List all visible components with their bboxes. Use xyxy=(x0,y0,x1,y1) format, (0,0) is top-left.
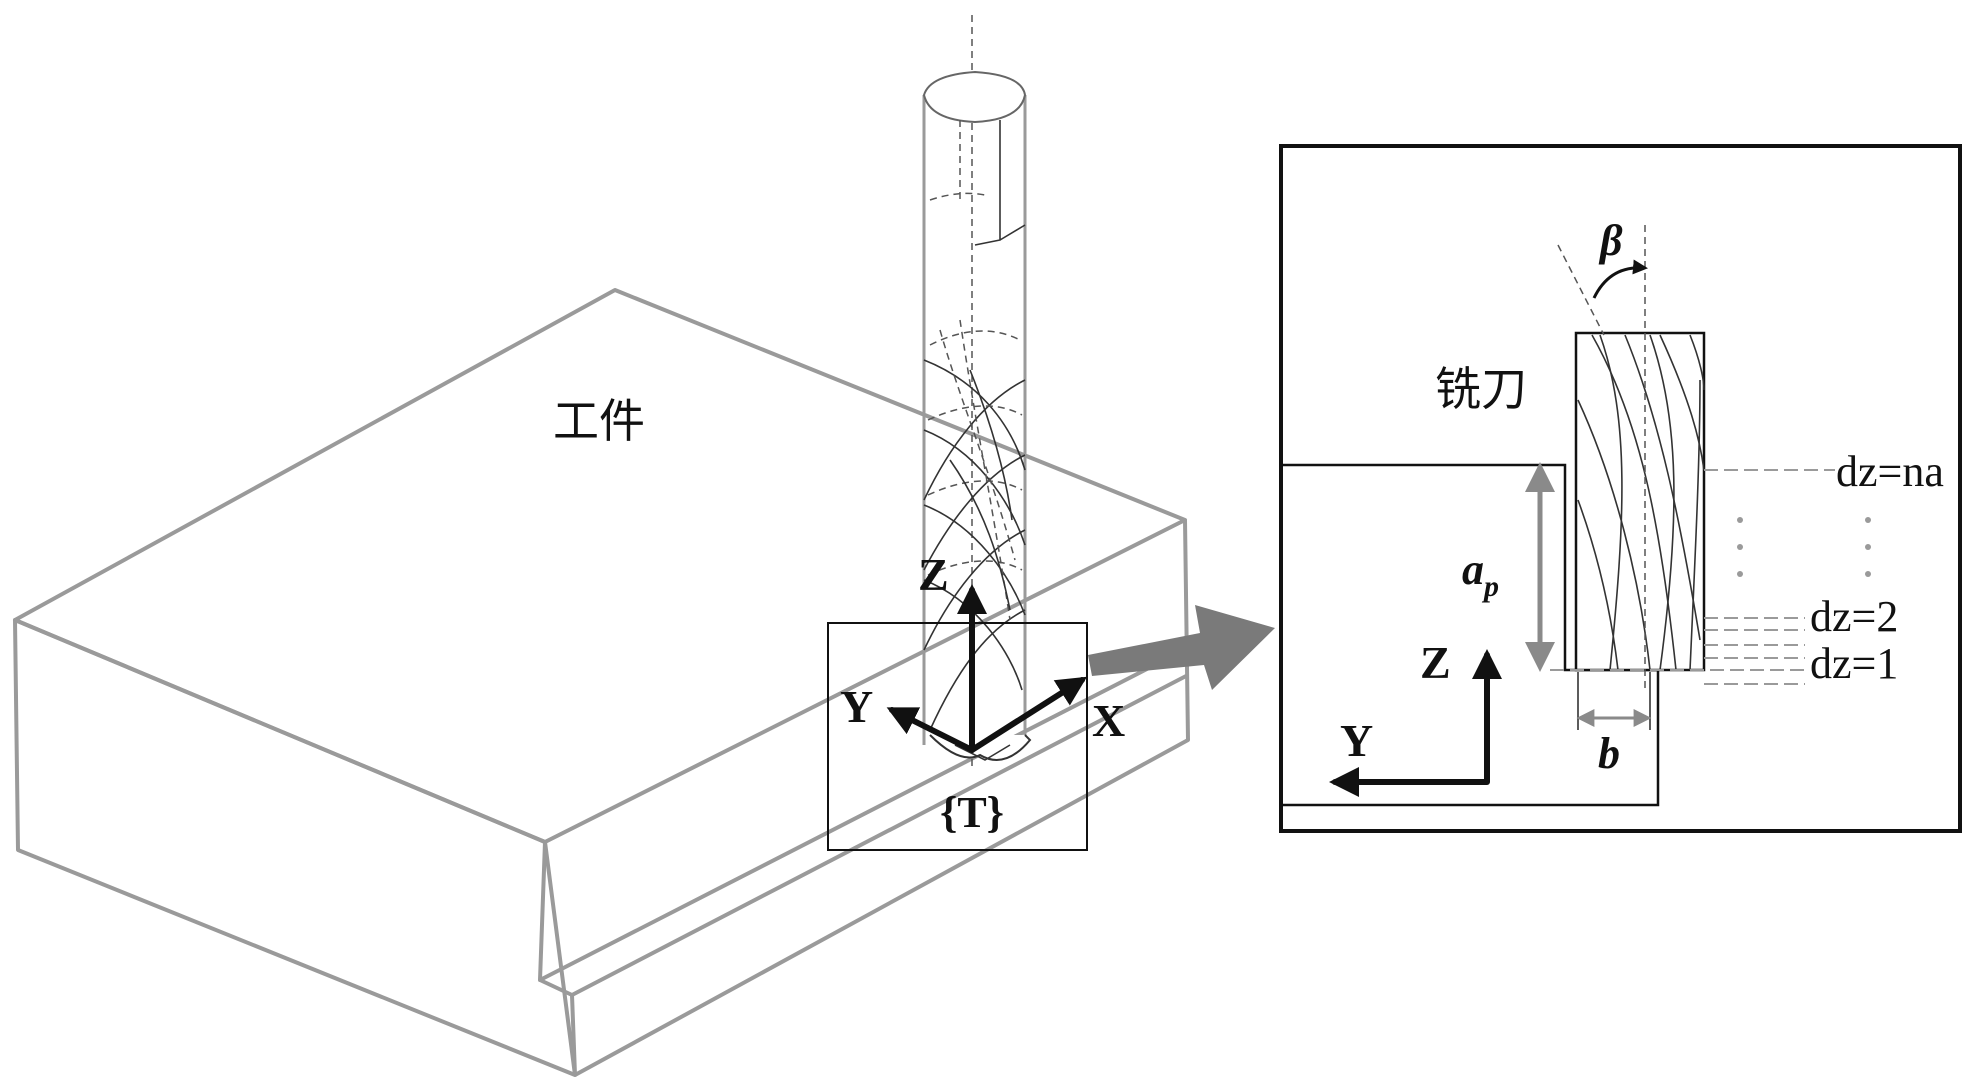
inset-cutter xyxy=(1557,225,1706,690)
layer-guides xyxy=(1550,469,1871,685)
layer-1-label: dz=1 xyxy=(1810,639,1898,688)
workpiece-block xyxy=(13,288,1190,1077)
callout-arrow xyxy=(1088,605,1275,690)
inset-axis-z-label: Z xyxy=(1420,637,1451,688)
cutter-flutes xyxy=(923,319,1026,731)
cutter-label: 铣刀 xyxy=(1435,362,1527,416)
axis-y-label: Y xyxy=(840,681,873,732)
inset-axes xyxy=(1329,649,1502,797)
inset-axis-y-label: Y xyxy=(1340,715,1373,766)
milling-cutter-3d xyxy=(922,15,1032,770)
detail-frame xyxy=(827,622,1088,851)
axis-z-label: Z xyxy=(918,549,949,600)
width-label: b xyxy=(1598,729,1620,778)
workpiece-label: 工件 xyxy=(553,394,645,448)
layer-2-label: dz=2 xyxy=(1810,592,1898,641)
frame-tag-label: {T} xyxy=(940,788,1004,837)
depth-label: ap xyxy=(1462,545,1499,603)
inset-frame xyxy=(1279,144,1962,833)
axis-x-label: X xyxy=(1092,695,1125,746)
helix-angle-label: β xyxy=(1598,216,1623,265)
layer-top-label: dz=na xyxy=(1836,447,1944,496)
tool-frame-axes xyxy=(886,584,1088,753)
